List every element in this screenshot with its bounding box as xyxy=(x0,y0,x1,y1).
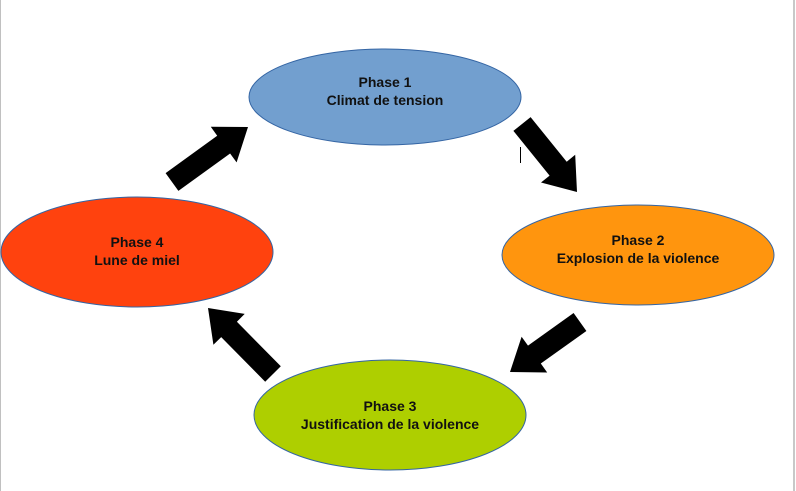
phase4-ellipse[interactable] xyxy=(0,196,274,308)
node-phase4[interactable]: Phase 4 Lune de miel xyxy=(0,196,274,308)
right-border xyxy=(793,0,795,491)
phase1-ellipse[interactable] xyxy=(248,48,522,146)
phase2-title: Phase 2 xyxy=(612,232,665,248)
phase4-subtitle: Lune de miel xyxy=(94,252,180,268)
node-phase2[interactable]: Phase 2 Explosion de la violence xyxy=(501,204,775,306)
phase3-subtitle: Justification de la violence xyxy=(301,416,479,432)
phase3-ellipse[interactable] xyxy=(253,359,527,471)
arrow-phase2-to-phase3 xyxy=(510,313,587,373)
phase1-title: Phase 1 xyxy=(359,74,412,90)
arrow-phase3-to-phase4 xyxy=(208,308,281,382)
node-phase1[interactable]: Phase 1 Climat de tension xyxy=(248,48,522,146)
phase4-title: Phase 4 xyxy=(111,234,164,250)
phase3-title: Phase 3 xyxy=(364,398,417,414)
arrow-phase1-to-phase2 xyxy=(513,117,577,192)
phase1-subtitle: Climat de tension xyxy=(327,92,444,108)
phase2-subtitle: Explosion de la violence xyxy=(557,250,720,266)
node-phase3[interactable]: Phase 3 Justification de la violence xyxy=(253,359,527,471)
arrow-phase4-to-phase1 xyxy=(165,126,248,191)
phase2-ellipse[interactable] xyxy=(501,204,775,306)
left-border xyxy=(0,0,1,491)
